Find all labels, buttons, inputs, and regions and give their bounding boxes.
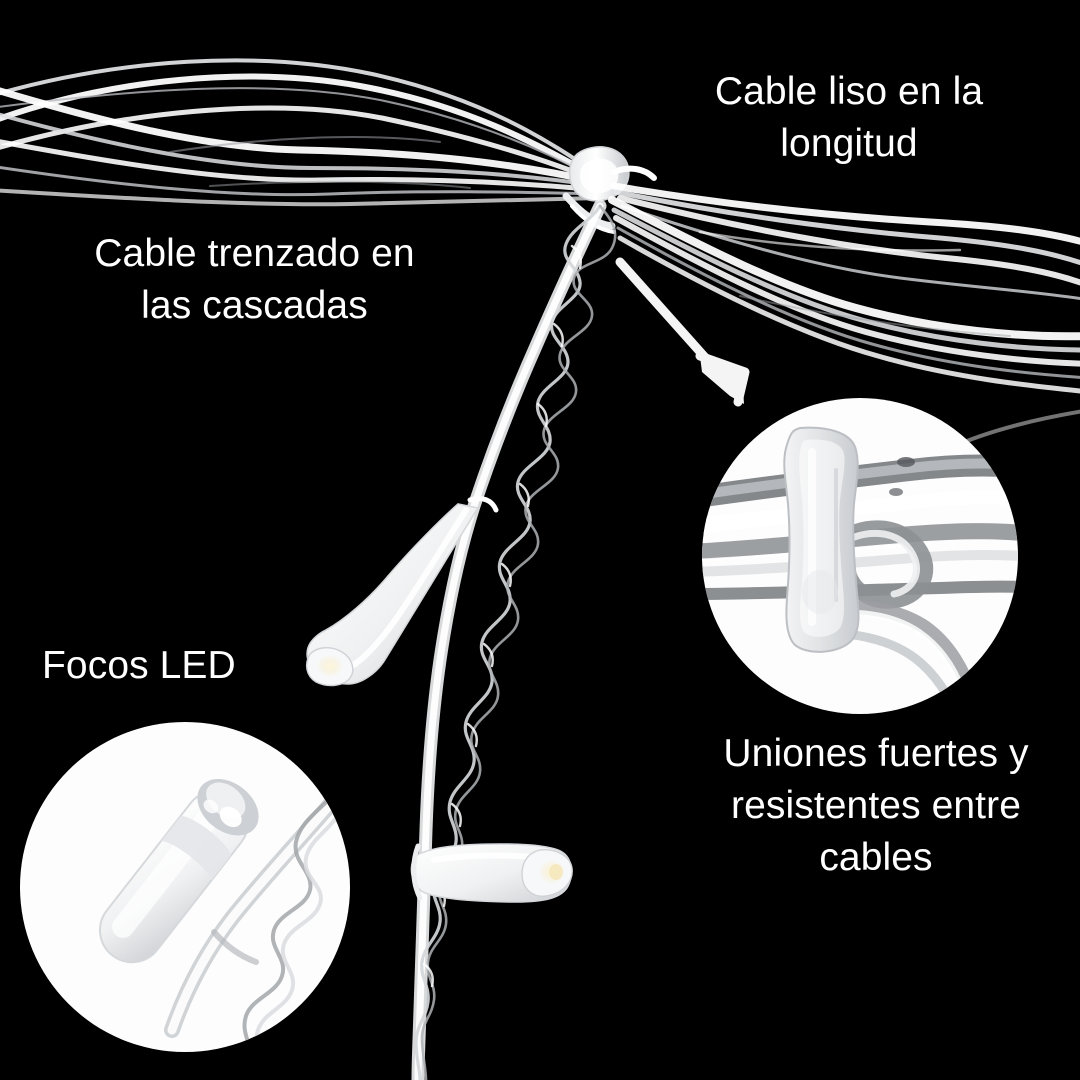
led-bulb-upper [305,495,499,687]
wire-bundle-smooth-right [608,182,1080,394]
twisted-cord-main [411,199,617,1080]
wire-bundle-top-left [0,58,603,207]
inset-focos-led [20,722,350,1052]
pointer-arrow [615,257,750,407]
callout-cable-liso: Cable liso en la longitud [714,70,984,165]
cable-clip [783,426,860,653]
callout-focos-led: Focos LED [42,644,236,687]
callout-uniones: Uniones fuertes y resistentes entre cabl… [723,732,1029,879]
led-bulb-lower [410,843,573,903]
callout-cable-trenzado: Cable trenzado en las cascadas [94,232,415,327]
